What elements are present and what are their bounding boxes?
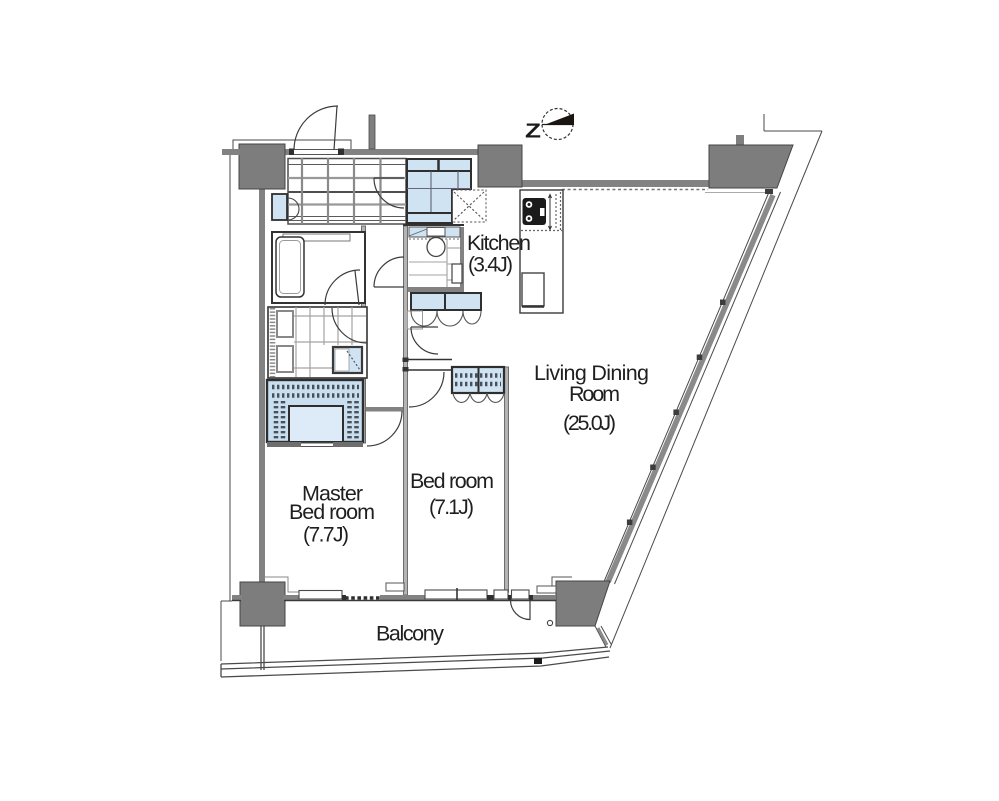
svg-text:(7.7J): (7.7J) (303, 524, 349, 547)
svg-text:Z: Z (525, 121, 541, 143)
svg-text:Living Dining: Living Dining (534, 361, 649, 385)
svg-text:Bed room: Bed room (289, 500, 375, 524)
svg-text:Master: Master (302, 482, 363, 506)
svg-text:Room: Room (569, 382, 620, 406)
svg-text:(7.1J): (7.1J) (429, 496, 474, 519)
svg-text:Bed room: Bed room (410, 469, 494, 493)
svg-text:(25.0J): (25.0J) (563, 411, 616, 435)
svg-text:Balcony: Balcony (376, 622, 444, 646)
svg-text:(3.4J): (3.4J) (468, 254, 513, 277)
svg-text:Kitchen: Kitchen (467, 231, 531, 255)
